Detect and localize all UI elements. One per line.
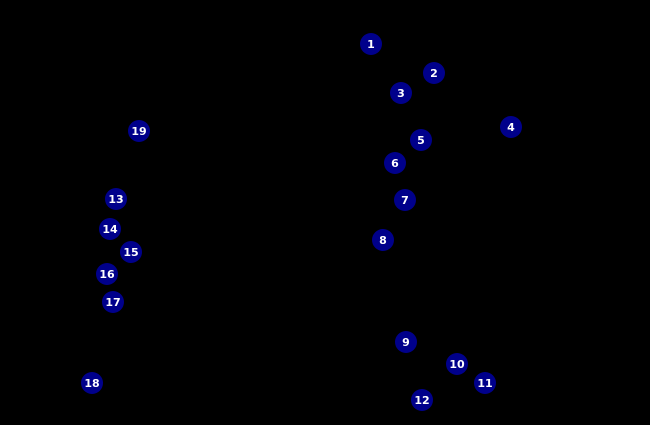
- marker-16[interactable]: 16: [96, 263, 118, 285]
- marker-2[interactable]: 2: [423, 62, 445, 84]
- marker-8[interactable]: 8: [372, 229, 394, 251]
- marker-4[interactable]: 4: [500, 116, 522, 138]
- marker-7[interactable]: 7: [394, 189, 416, 211]
- marker-13[interactable]: 13: [105, 188, 127, 210]
- marker-10[interactable]: 10: [446, 353, 468, 375]
- marker-3[interactable]: 3: [390, 82, 412, 104]
- marker-6[interactable]: 6: [384, 152, 406, 174]
- marker-1[interactable]: 1: [360, 33, 382, 55]
- marker-15[interactable]: 15: [120, 241, 142, 263]
- marker-9[interactable]: 9: [395, 331, 417, 353]
- marker-17[interactable]: 17: [102, 291, 124, 313]
- marker-11[interactable]: 11: [474, 372, 496, 394]
- marker-5[interactable]: 5: [410, 129, 432, 151]
- marker-14[interactable]: 14: [99, 218, 121, 240]
- marker-19[interactable]: 19: [128, 120, 150, 142]
- marker-18[interactable]: 18: [81, 372, 103, 394]
- marker-12[interactable]: 12: [411, 389, 433, 411]
